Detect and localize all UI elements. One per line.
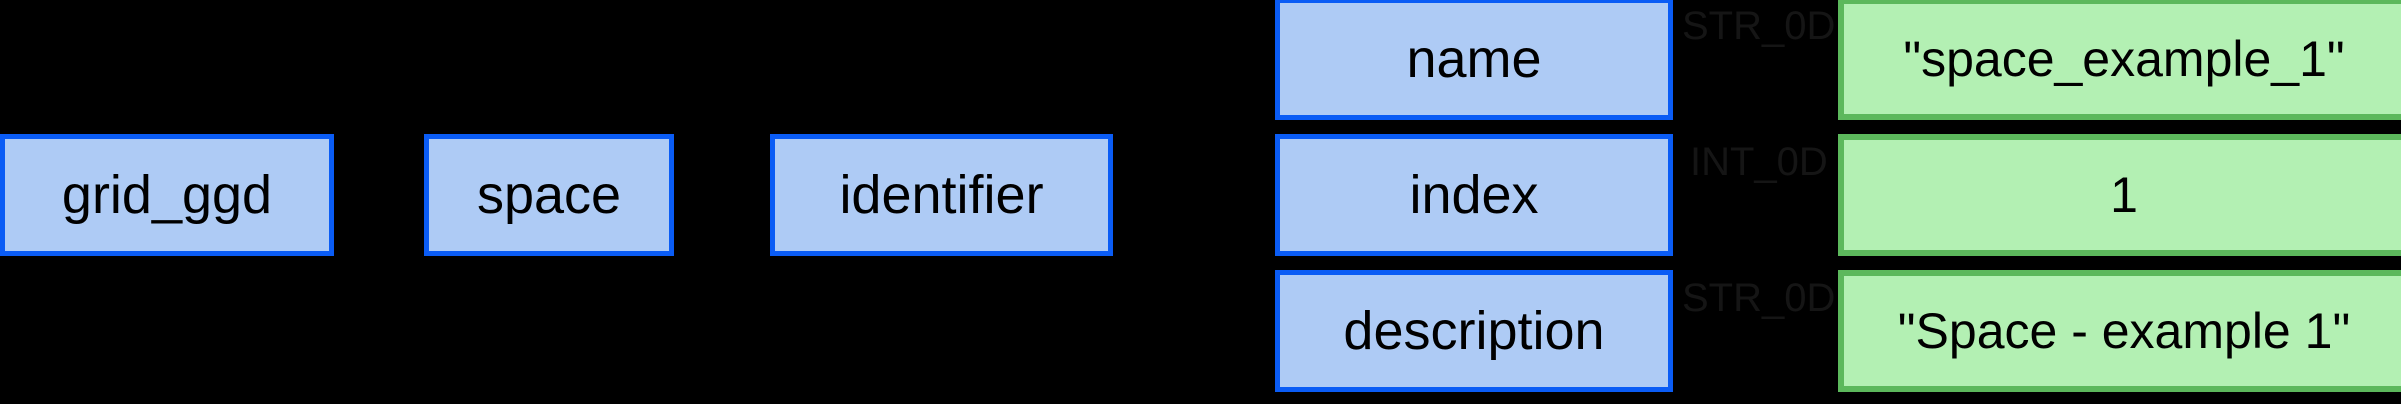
node-name[interactable]: name — [1275, 0, 1673, 120]
node-description[interactable]: description — [1275, 270, 1673, 392]
node-index[interactable]: index — [1275, 134, 1673, 256]
edge-space-identifier — [674, 194, 772, 197]
edge-identifier-index — [1113, 194, 1277, 197]
edge-name-value — [1673, 58, 1840, 61]
node-value-index[interactable]: 1 — [1838, 134, 2401, 256]
node-identifier[interactable]: identifier — [770, 134, 1113, 256]
node-grid-ggd[interactable]: grid_ggd — [0, 134, 334, 256]
edge-identifier-description — [1113, 330, 1277, 333]
node-value-description[interactable]: "Space - example 1" — [1838, 270, 2401, 392]
node-value-name[interactable]: "space_example_1" — [1838, 0, 2401, 120]
node-space[interactable]: space — [424, 134, 674, 256]
edge-label-name-type: STR_0D — [1682, 4, 1836, 48]
edge-grid_ggd-space — [334, 194, 426, 197]
edge-label-index-type: INT_0D — [1690, 140, 1828, 184]
edge-description-value — [1673, 330, 1840, 333]
edge-label-description-type: STR_0D — [1682, 276, 1836, 320]
edge-index-value — [1673, 194, 1840, 197]
edge-identifier-name — [1113, 58, 1277, 61]
